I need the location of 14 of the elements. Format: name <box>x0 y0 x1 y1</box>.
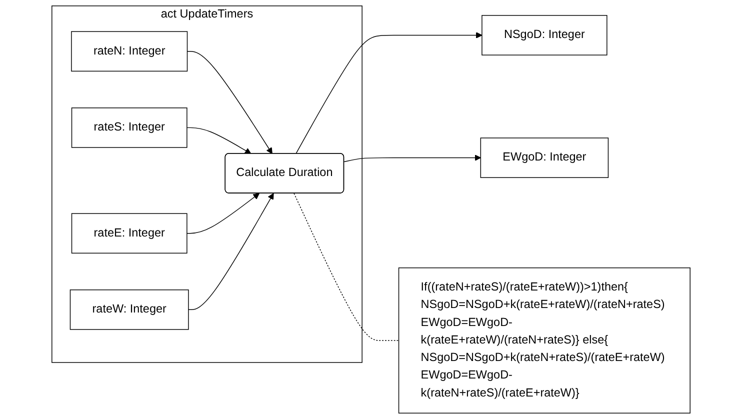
arrow <box>186 193 260 234</box>
node-box: rateN: Integer <box>71 31 188 72</box>
arrow <box>296 32 482 154</box>
node-box: EWgoD: Integer <box>480 138 609 178</box>
node-box: rateW: Integer <box>70 289 189 330</box>
connector <box>294 192 400 341</box>
node-box: NSgoD: Integer <box>482 15 608 56</box>
node-box: rateS: Integer <box>71 108 188 148</box>
arrow <box>188 193 274 310</box>
arrow <box>186 51 272 154</box>
node-box: If((rateN+rateS)/(rateE+rateW))>1)then{ NSgoD=NSgoD+k(rateE+rateW)/(rateN+rateS) EWgoD=EWgoD-k(rateE+rateW)/(rateN+rateS)} else{ NSgoD=NSgoD+k(rateN+rateS)/(rateE+rateW) EWgoD=EWgoD-k(rateN+rateS)/(rateE+rateW)} <box>398 267 690 414</box>
node-box: rateE: Integer <box>71 213 188 254</box>
arrow <box>344 154 481 162</box>
arrow <box>186 127 252 154</box>
